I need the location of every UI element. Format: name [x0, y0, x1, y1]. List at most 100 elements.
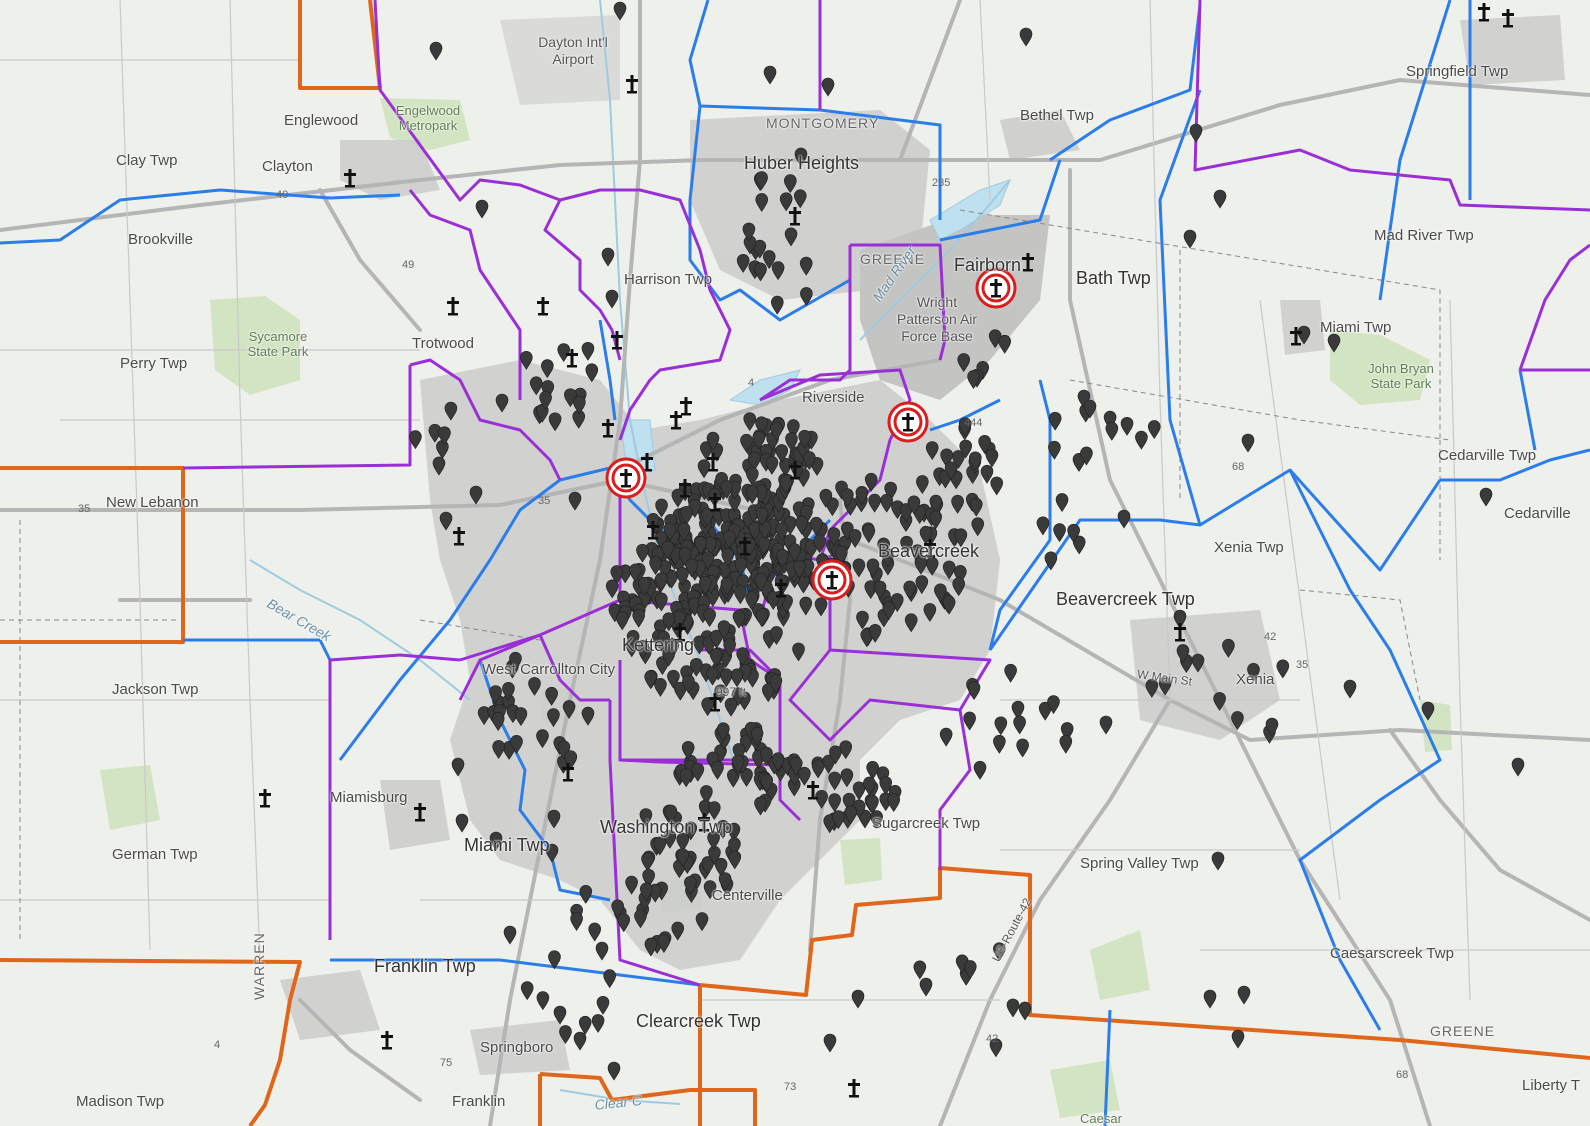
map-pin-icon[interactable]	[864, 472, 878, 492]
map-pin-icon[interactable]	[559, 1025, 572, 1044]
map-pin-icon[interactable]	[925, 441, 939, 461]
cross-icon[interactable]	[807, 781, 819, 800]
map-pin-icon[interactable]	[1120, 416, 1134, 436]
map-pin-icon[interactable]	[755, 416, 768, 436]
map-pin-icon[interactable]	[775, 522, 789, 542]
map-pin-icon[interactable]	[923, 603, 937, 622]
map-pin-icon[interactable]	[444, 401, 458, 421]
map-pin-icon[interactable]	[771, 752, 785, 772]
cross-icon[interactable]	[537, 297, 549, 316]
map-pin-icon[interactable]	[701, 697, 714, 717]
map-pin-icon[interactable]	[709, 648, 723, 667]
cross-icon[interactable]	[381, 1031, 393, 1050]
map-pin-icon[interactable]	[724, 697, 738, 717]
map-pin-icon[interactable]	[952, 450, 965, 469]
map-pin-icon[interactable]	[677, 522, 691, 542]
map-pin-icon[interactable]	[971, 517, 985, 537]
map-pin-icon[interactable]	[794, 147, 808, 167]
map-pin-icon[interactable]	[641, 852, 654, 872]
map-pin-icon[interactable]	[745, 591, 758, 611]
map-pin-icon[interactable]	[848, 529, 862, 548]
cross-icon[interactable]	[739, 537, 751, 556]
map-pin-icon[interactable]	[714, 857, 728, 877]
map-pin-icon[interactable]	[607, 1061, 621, 1081]
map-pin-icon[interactable]	[1053, 523, 1066, 543]
map-pin-icon[interactable]	[1080, 446, 1093, 466]
map-pin-icon[interactable]	[588, 922, 602, 942]
cross-icon[interactable]	[670, 411, 682, 430]
map-pin-icon[interactable]	[736, 254, 750, 273]
map-pin-icon[interactable]	[1327, 333, 1341, 353]
map-pin-icon[interactable]	[899, 503, 913, 523]
map-pin-icon[interactable]	[748, 521, 762, 541]
map-pin-icon[interactable]	[868, 493, 881, 513]
map-pin-icon[interactable]	[682, 674, 695, 694]
cross-icon[interactable]	[1174, 623, 1186, 642]
map-pin-icon[interactable]	[785, 432, 798, 452]
map-pin-icon[interactable]	[870, 810, 883, 830]
cross-icon[interactable]	[626, 75, 638, 94]
map-pin-icon[interactable]	[1145, 678, 1159, 698]
map-pin-icon[interactable]	[993, 942, 1006, 962]
map-pin-icon[interactable]	[944, 461, 958, 481]
map-pin-icon[interactable]	[1237, 985, 1251, 1005]
map-pin-icon[interactable]	[754, 796, 767, 816]
map-pin-icon[interactable]	[915, 575, 929, 595]
map-pin-icon[interactable]	[520, 350, 533, 370]
map-pin-icon[interactable]	[678, 547, 692, 567]
map-pin-icon[interactable]	[528, 677, 541, 696]
map-pin-icon[interactable]	[570, 912, 583, 931]
map-pin-icon[interactable]	[732, 609, 746, 629]
map-pin-icon[interactable]	[958, 417, 972, 437]
map-pin-icon[interactable]	[655, 572, 668, 592]
map-pin-icon[interactable]	[993, 734, 1006, 754]
map-pin-icon[interactable]	[495, 393, 509, 413]
map-pin-icon[interactable]	[632, 608, 645, 628]
map-pin-icon[interactable]	[779, 475, 793, 495]
map-pin-icon[interactable]	[1147, 420, 1161, 440]
map-pin-icon[interactable]	[969, 451, 982, 471]
map-pin-icon[interactable]	[720, 668, 733, 688]
map-pin-icon[interactable]	[685, 558, 698, 578]
map-pin-icon[interactable]	[581, 341, 595, 361]
map-pin-icon[interactable]	[731, 754, 745, 774]
map-pin-icon[interactable]	[832, 810, 845, 830]
map-pin-icon[interactable]	[814, 597, 828, 617]
map-pin-icon[interactable]	[1011, 700, 1025, 720]
map-pin-icon[interactable]	[775, 444, 789, 463]
map-pin-icon[interactable]	[720, 480, 734, 499]
map-pin-icon[interactable]	[716, 722, 730, 742]
map-pin-icon[interactable]	[929, 510, 942, 530]
cross-icon[interactable]	[709, 493, 721, 512]
map-pin-icon[interactable]	[548, 950, 561, 970]
map-pin-icon[interactable]	[1176, 644, 1190, 663]
map-pin-icon[interactable]	[793, 189, 807, 209]
map-pin-icon[interactable]	[752, 431, 766, 450]
map-pin-icon[interactable]	[755, 507, 769, 526]
map-pin-icon[interactable]	[1006, 998, 1020, 1018]
map-pin-icon[interactable]	[596, 995, 610, 1015]
map-pin-icon[interactable]	[731, 687, 745, 707]
map-pin-icon[interactable]	[547, 809, 561, 829]
map-pin-icon[interactable]	[957, 353, 971, 373]
map-pin-icon[interactable]	[700, 507, 714, 527]
map-pin-icon[interactable]	[1018, 1001, 1032, 1021]
map-pin-icon[interactable]	[940, 448, 953, 468]
map-pin-icon[interactable]	[887, 793, 901, 813]
map-pin-icon[interactable]	[706, 431, 720, 451]
map-pin-icon[interactable]	[929, 494, 943, 514]
map-pin-icon[interactable]	[1036, 516, 1050, 536]
map-pin-icon[interactable]	[866, 760, 879, 780]
map-pin-icon[interactable]	[489, 831, 503, 851]
map-pin-icon[interactable]	[1241, 433, 1255, 453]
map-pin-icon[interactable]	[667, 669, 680, 689]
map-pin-icon[interactable]	[662, 647, 675, 667]
map-pin-icon[interactable]	[730, 668, 744, 688]
map-pin-icon[interactable]	[866, 794, 879, 814]
map-pin-icon[interactable]	[743, 412, 757, 432]
map-pin-icon[interactable]	[509, 651, 522, 671]
map-pin-icon[interactable]	[788, 543, 801, 563]
map-pin-icon[interactable]	[779, 457, 792, 477]
map-pin-icon[interactable]	[1183, 229, 1197, 249]
